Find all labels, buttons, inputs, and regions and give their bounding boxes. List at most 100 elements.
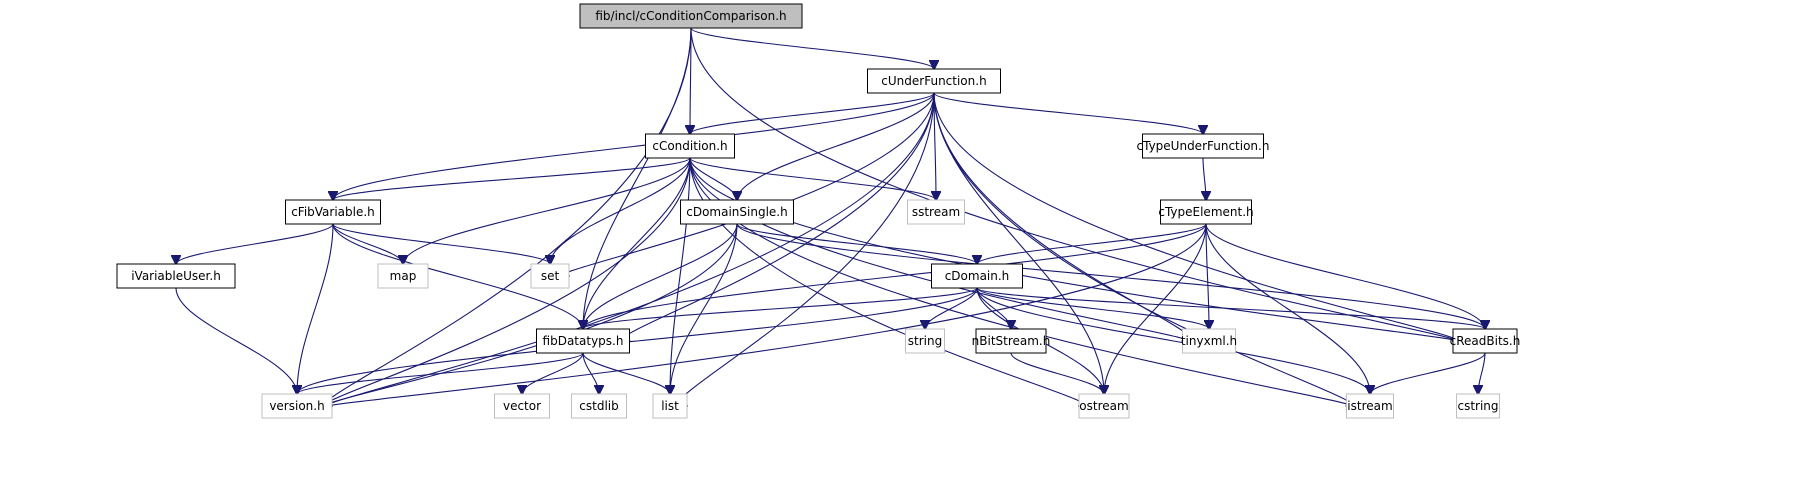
node-box-cDomain[interactable] [931,263,1023,289]
edge-cFibVariable-to-fibDatatyps [332,223,583,329]
node-label-sstream: sstream [912,205,960,219]
edge-cCondition-to-sstream [689,157,936,200]
edge-cUnderFunction-to-cTypeUnderFunction [933,92,1203,134]
edge-cTypeUnderFunction-to-cTypeElement [1203,157,1206,200]
node-box-cTypeUnderFunction[interactable] [1142,133,1264,159]
edge-fibDatatyps-to-version [297,352,584,394]
node-label-list: list [661,399,679,413]
node-box-root[interactable] [579,3,803,29]
node-version: version.h [261,393,333,419]
node-root[interactable]: fib/incl/cConditionComparison.h [579,3,803,29]
node-label-map: map [390,269,417,283]
edge-cTypeElement-to-cDomain [977,223,1207,264]
edge-cDomain-to-fibDatatyps [583,287,978,329]
node-label-set: set [541,269,560,283]
edge-cDomain-to-istream [976,287,1370,394]
edge-cCondition-to-fibDatatyps [583,157,691,329]
node-box-cTypeElement[interactable] [1160,199,1252,225]
node-label-iVariableUser: iVariableUser.h [131,269,221,283]
nodes-layer: fib/incl/cConditionComparison.h cUnderFun… [116,3,1521,419]
node-fibDatatyps[interactable]: fibDatatyps.h [536,328,630,354]
node-box-tinyxml [1182,328,1236,354]
node-map: map [377,263,429,289]
edge-cTypeElement-to-tinyxml [1206,223,1209,329]
node-box-cDomainSingle[interactable] [680,199,794,225]
edge-cCondition-to-set [550,157,691,264]
node-label-istream: istream [1347,399,1392,413]
node-iVariableUser[interactable]: iVariableUser.h [116,263,236,289]
node-set: set [530,263,570,289]
edge-cCondition-to-list [670,157,691,394]
edge-cCondition-to-cFibVariable [333,157,691,200]
edge-cFibVariable-to-iVariableUser [176,223,334,264]
edge-cDomainSingle-to-version [327,223,738,406]
node-cTypeUnderFunction[interactable]: cTypeUnderFunction.h [1137,133,1270,159]
edge-fibDatatyps-to-list [582,352,670,394]
edge-cUnderFunction-to-cFibVariable [333,92,935,200]
node-box-vector [494,393,550,419]
node-cDomain[interactable]: cDomain.h [931,263,1023,289]
edge-cDomain-to-cReadBits [976,287,1485,329]
node-label-nBitStream: nBitStream.h [972,334,1051,348]
node-cCondition[interactable]: cCondition.h [645,133,735,159]
node-cFibVariable[interactable]: cFibVariable.h [285,199,381,225]
node-label-ostream: ostream [1079,399,1128,413]
edge-nBitStream-to-ostream [1010,352,1104,394]
node-box-list [652,393,688,419]
edge-cUnderFunction-to-cReadBits [933,92,1457,341]
node-box-string [905,328,945,354]
node-cstdlib: cstdlib [571,393,627,419]
node-list: list [652,393,688,419]
edge-cCondition-to-ostream [689,157,1085,406]
node-label-fibDatatyps: fibDatatyps.h [543,334,624,348]
node-box-sstream [907,199,965,225]
edge-cDomain-to-string [925,287,978,329]
node-istream: istream [1346,393,1394,419]
edge-cTypeElement-to-ostream [1104,223,1207,394]
edge-cDomainSingle-to-fibDatatyps [583,223,738,329]
node-box-cUnderFunction[interactable] [867,68,1001,94]
node-vector: vector [494,393,550,419]
node-cDomainSingle[interactable]: cDomainSingle.h [680,199,794,225]
edge-cTypeElement-to-cReadBits [1205,223,1485,329]
node-box-fibDatatyps[interactable] [536,328,630,354]
node-label-cCondition: cCondition.h [652,139,727,153]
edge-fibDatatyps-to-cstdlib [582,352,599,394]
node-tinyxml: tinyxml.h [1181,328,1237,354]
edge-cUnderFunction-to-cCondition [690,92,935,134]
edge-cCondition-to-tinyxml [689,157,1187,341]
edge-root-to-fibDatatyps [583,27,692,329]
edge-cTypeElement-to-istream [1205,223,1370,394]
edge-cCondition-to-map [403,157,691,264]
edge-cReadBits-to-istream [1370,352,1486,394]
edge-cFibVariable-to-set [332,223,550,264]
node-label-cstdlib: cstdlib [579,399,618,413]
node-cReadBits[interactable]: cReadBits.h [1450,328,1521,354]
node-box-cCondition[interactable] [645,133,735,159]
edge-cDomainSingle-to-cDomain [736,223,977,264]
edge-cFibVariable-to-version [297,223,334,394]
edge-cDomainSingle-to-list [670,223,738,394]
edge-root-to-cUnderFunction [690,27,934,69]
node-label-cDomain: cDomain.h [945,269,1010,283]
node-label-cFibVariable: cFibVariable.h [291,205,375,219]
node-nBitStream[interactable]: nBitStream.h [972,328,1051,354]
edge-cDomain-to-tinyxml [976,287,1209,329]
node-box-ostream [1078,393,1130,419]
edge-cCondition-to-version [326,157,691,406]
edge-cTypeElement-to-fibDatatyps [583,223,1207,329]
node-label-cstring: cstring [1457,399,1498,413]
node-box-nBitStream[interactable] [975,328,1047,354]
edge-cTypeElement-to-version [329,223,1207,406]
node-box-set [530,263,570,289]
node-box-cReadBits[interactable] [1452,328,1518,354]
node-box-cstring [1456,393,1500,419]
node-box-iVariableUser[interactable] [116,263,236,289]
edge-root-to-cReadBits [690,27,1456,341]
node-box-cstdlib [571,393,627,419]
node-cTypeElement[interactable]: cTypeElement.h [1158,199,1254,225]
node-label-version: version.h [269,399,324,413]
node-box-cFibVariable[interactable] [285,199,381,225]
node-cUnderFunction[interactable]: cUnderFunction.h [867,68,1001,94]
